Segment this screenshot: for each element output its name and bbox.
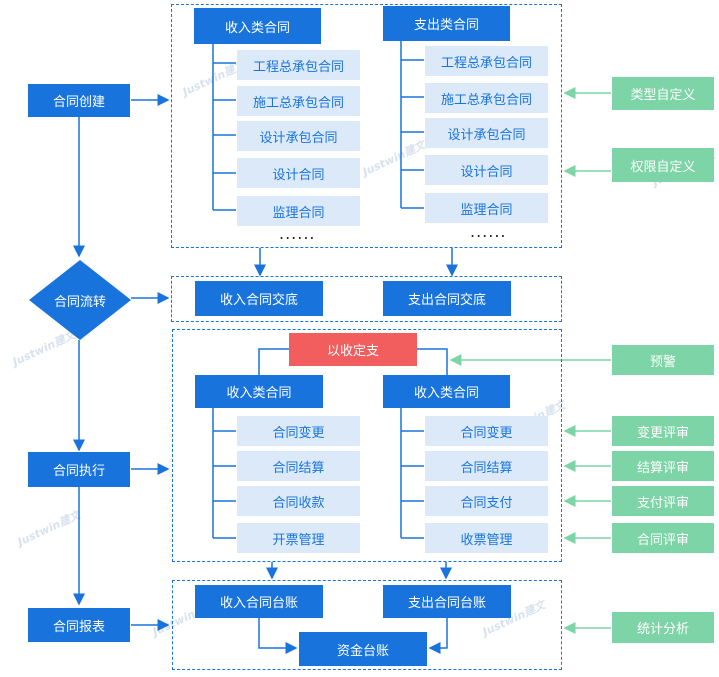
ledger-group [172, 580, 562, 670]
income-ledger: 收入合同台账 [195, 585, 323, 618]
permission-custom-feature: 权限自定义 [612, 148, 714, 182]
expense-contract-header: 支出类合同 [383, 6, 510, 41]
income-item: 设计合同 [237, 158, 360, 188]
execution-group [172, 329, 562, 562]
change-review-feature: 变更评审 [612, 416, 714, 446]
execution-item: 开票管理 [237, 523, 360, 553]
execution-item: 合同收款 [237, 486, 360, 516]
income-contract-header: 收入类合同 [194, 8, 321, 44]
income-item: 施工总承包合同 [237, 86, 360, 116]
more-ellipsis: ...... [470, 222, 507, 241]
right-income-header: 收入类合同 [383, 375, 510, 408]
contract-create-node: 合同创建 [28, 84, 130, 117]
contract-circulate-node: 合同流转 [29, 260, 131, 340]
execution-item: 合同结算 [425, 451, 548, 481]
type-custom-feature: 类型自定义 [612, 77, 714, 110]
more-ellipsis: ...... [279, 224, 316, 243]
contract-types-group [171, 4, 562, 248]
expense-handover: 支出合同交底 [383, 281, 511, 316]
execution-item: 合同变更 [425, 416, 548, 446]
handover-group [171, 276, 562, 322]
left-income-header: 收入类合同 [195, 375, 323, 408]
income-item: 设计承包合同 [237, 121, 360, 151]
expense-item: 施工总承包合同 [425, 83, 548, 113]
contract-execute-node: 合同执行 [28, 452, 130, 487]
fund-ledger: 资金台账 [299, 632, 427, 666]
expense-item: 工程总承包合同 [425, 46, 548, 76]
execution-item: 收票管理 [425, 523, 548, 553]
contract-review-feature: 合同评审 [612, 523, 714, 553]
execution-item: 合同结算 [237, 451, 360, 481]
settlement-review-feature: 结算评审 [612, 451, 714, 481]
diamond-shape [29, 260, 131, 340]
income-handover: 收入合同交底 [195, 281, 323, 316]
statistics-feature: 统计分析 [612, 612, 714, 643]
execution-item: 合同变更 [237, 416, 360, 446]
income-item: 工程总承包合同 [237, 50, 360, 80]
warning-feature: 预警 [612, 345, 714, 375]
contract-report-node: 合同报表 [28, 608, 130, 642]
contract-circulate-label: 合同流转 [53, 294, 106, 310]
execution-item: 合同支付 [425, 486, 548, 516]
expense-ledger: 支出合同台账 [383, 585, 511, 618]
expense-item: 设计承包合同 [425, 118, 548, 148]
income-item: 监理合同 [237, 196, 360, 226]
income-determines-expense: 以收定支 [289, 333, 417, 366]
expense-item: 监理合同 [425, 193, 548, 223]
payment-review-feature: 支付评审 [612, 486, 714, 516]
expense-item: 设计合同 [425, 155, 548, 185]
